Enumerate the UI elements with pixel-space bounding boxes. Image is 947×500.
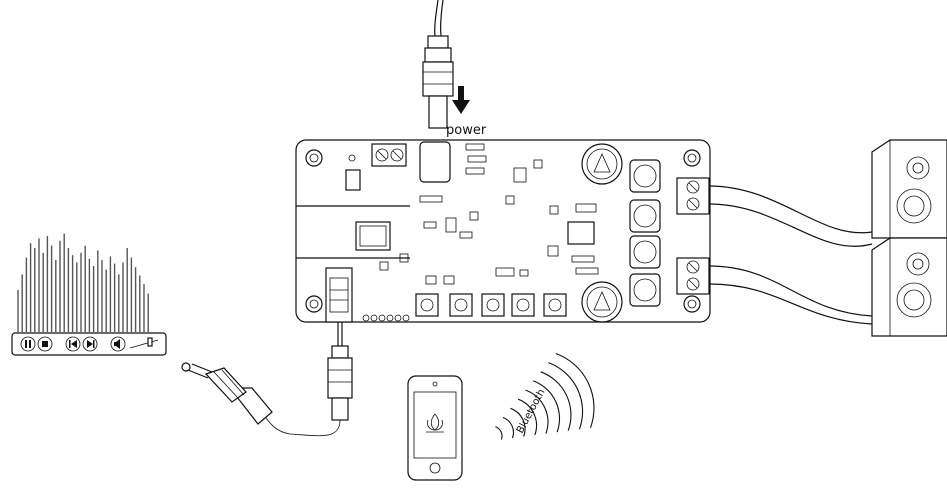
- bluetooth-label: Bluetooth: [515, 387, 548, 435]
- speaker-bottom: [871, 237, 947, 337]
- power-label: power: [446, 123, 487, 138]
- mounting-hole: [305, 149, 701, 313]
- next-icon: [82, 336, 98, 352]
- speaker-wires: [708, 185, 873, 325]
- smartphone: [407, 375, 463, 481]
- volume-slider: [129, 337, 159, 349]
- bluetooth-wave-arc: [502, 416, 515, 439]
- speaker-terminal: [676, 177, 710, 295]
- bluetooth-wave-arc: [495, 426, 503, 440]
- amplifier-board: [295, 139, 711, 323]
- board-audio-jack: [325, 267, 353, 323]
- push-button: [415, 293, 567, 317]
- speaker-top: [871, 139, 947, 239]
- regulator-chip: [345, 169, 361, 191]
- dc-jack: [419, 141, 451, 183]
- led-row: [362, 314, 410, 322]
- bluetooth-wave-arc: [548, 362, 584, 430]
- amplifier-ic: [567, 221, 595, 245]
- bluetooth-wave-arc: [533, 380, 561, 433]
- inductor: [629, 159, 661, 307]
- power-plug: [422, 0, 454, 129]
- stop-icon: [37, 336, 53, 352]
- pause-icon: [20, 336, 36, 352]
- bluetooth-wave-arc: [510, 407, 526, 437]
- potentiometer: [581, 143, 623, 323]
- bluetooth-module: [296, 205, 410, 259]
- bluetooth-wave-arc: [540, 371, 572, 431]
- audio-cable: [181, 322, 353, 437]
- bluetooth-waves: [495, 352, 595, 440]
- equalizer-bars: [17, 233, 149, 332]
- down-arrow-icon: [452, 86, 470, 114]
- lotus-icon: [426, 413, 444, 433]
- bluetooth-wave-arc: [525, 389, 549, 434]
- bluetooth-wave-arc: [555, 352, 595, 428]
- bluetooth-wave-arc: [517, 398, 538, 436]
- previous-icon: [65, 336, 81, 352]
- smd-components: [379, 143, 599, 285]
- media-player-controls: [11, 332, 167, 356]
- power-terminal: [371, 143, 407, 167]
- volume-icon: [110, 336, 126, 352]
